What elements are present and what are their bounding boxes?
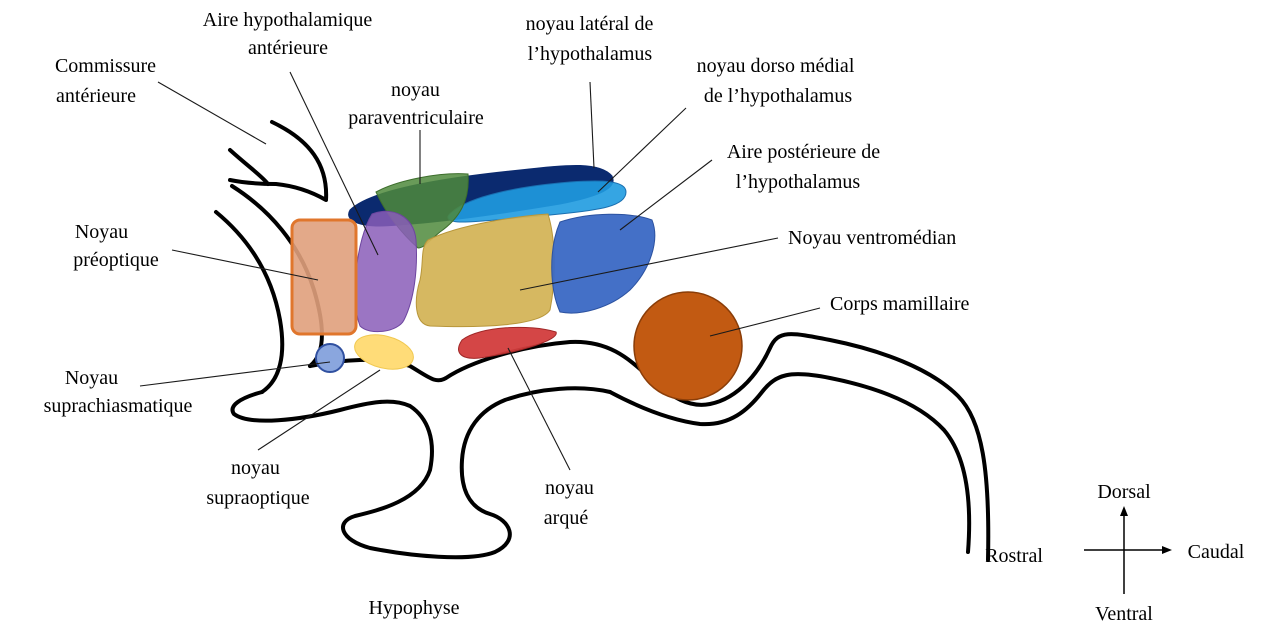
leader-dorso-medial: [598, 108, 686, 192]
suprachiasmatique-shape: [316, 344, 344, 372]
leader-commissure: [158, 82, 266, 144]
compass-dorsal: Dorsal: [1097, 481, 1151, 503]
label-lateral: noyau latéral de l’hypothalamus: [526, 13, 659, 65]
label-commissure: Commissure antérieure: [55, 55, 161, 107]
label-mamillaire: Corps mamillaire: [830, 293, 970, 315]
leader-arque: [508, 348, 570, 470]
compass-ventral: Ventral: [1095, 603, 1153, 624]
label-paraventriculaire: noyau paraventriculaire: [348, 79, 484, 129]
leader-supraoptique: [258, 370, 380, 450]
compass-caudal: Caudal: [1188, 541, 1245, 563]
compass-arrow-right: [1162, 546, 1172, 554]
commissure-inner-line: [230, 150, 268, 184]
leader-suprachiasmatique: [140, 362, 330, 386]
compass-arrow-up: [1120, 506, 1128, 516]
left-wall-outer: [216, 212, 282, 392]
label-arque: noyau arqué: [544, 477, 599, 529]
orientation-compass: Dorsal Ventral Rostral Caudal: [985, 481, 1245, 624]
leader-lateral: [590, 82, 594, 168]
leader-posterieure: [620, 160, 712, 230]
corps-mamillaire-shape: [634, 292, 742, 400]
aire-posterieure-shape: [552, 214, 655, 313]
compass-rostral: Rostral: [985, 545, 1043, 567]
supraoptique-shape: [351, 329, 417, 375]
label-posterieure: Aire postérieure de l’hypothalamus: [727, 141, 885, 193]
label-preoptique: Noyau préoptique: [73, 221, 159, 271]
optic-floor: [232, 388, 610, 557]
ventral-floor-lower: [610, 374, 969, 552]
label-dorso-medial: noyau dorso médial de l’hypothalamus: [697, 55, 860, 107]
label-suprachiasmatique: Noyau suprachiasmatique: [44, 367, 193, 417]
label-supraoptique: noyau supraoptique: [206, 457, 309, 509]
label-ventromedian: Noyau ventromédian: [788, 227, 956, 249]
label-hypophyse: Hypophyse: [368, 597, 459, 619]
label-aire-hypothalamique-anterieure: Aire hypothalamique antérieure: [203, 9, 377, 59]
aire-hypothalamique-anterieure-shape: [355, 211, 416, 331]
